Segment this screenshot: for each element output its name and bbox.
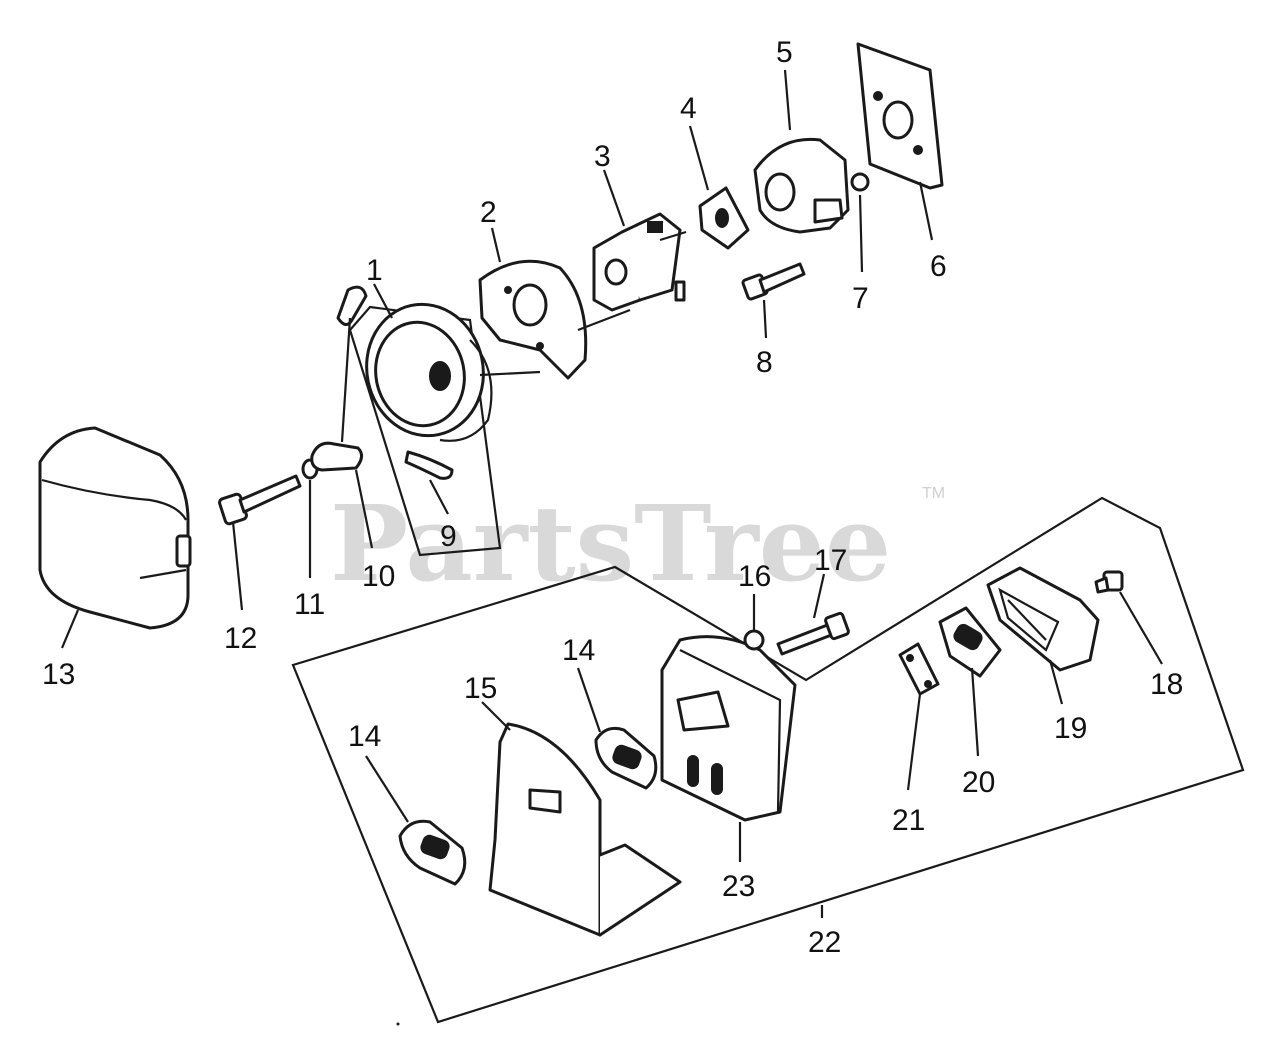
part-17-bolt — [776, 611, 850, 656]
part-2-adapter-plate — [478, 259, 588, 380]
callout-3: 3 — [594, 140, 611, 173]
part-5-intake-manifold — [753, 137, 850, 234]
part-8-screw — [741, 262, 806, 301]
callout-22: 22 — [808, 926, 841, 959]
callout-12: 12 — [224, 622, 257, 655]
callout-4: 4 — [680, 92, 697, 125]
part-6-insulator-gasket — [856, 42, 944, 190]
callout-17: 17 — [814, 544, 847, 577]
stray-dot — [396, 1022, 400, 1026]
leader-lines — [60, 69, 1163, 918]
callout-5: 5 — [776, 36, 793, 69]
part-14a-exhaust-gasket — [398, 819, 467, 886]
callout-7: 7 — [852, 282, 869, 315]
callout-2: 2 — [480, 196, 497, 229]
callout-13: 13 — [42, 658, 75, 691]
callout-21: 21 — [892, 804, 925, 837]
part-4-gasket — [698, 186, 750, 250]
callout-6: 6 — [930, 250, 947, 283]
callout-20: 20 — [962, 766, 995, 799]
part-23-muffler — [660, 635, 797, 822]
watermark-trademark: TM — [922, 485, 945, 502]
callout-18: 18 — [1150, 668, 1183, 701]
callout-9: 9 — [440, 520, 457, 553]
part-18-screw — [1094, 570, 1124, 594]
callout-14b: 14 — [562, 634, 595, 667]
part-3-carburetor — [592, 212, 687, 312]
callout-14a: 14 — [348, 720, 381, 753]
callout-labels: 1 2 3 4 5 6 7 8 9 10 11 12 13 14 14 15 1… — [42, 36, 1183, 959]
part-19-deflector — [986, 566, 1100, 672]
part-13-air-filter-cover — [38, 426, 192, 630]
part-21-spark-screen — [898, 642, 940, 696]
part-12-bolt — [218, 474, 302, 526]
callout-8: 8 — [756, 346, 773, 379]
callout-23: 23 — [722, 870, 755, 903]
part-20-gasket — [938, 606, 1002, 678]
part-15-heat-shield — [488, 722, 682, 937]
callout-15: 15 — [464, 672, 497, 705]
part-1-filter-housing — [365, 302, 493, 442]
part-7-nut — [850, 172, 870, 192]
part-10-wing-clip — [310, 285, 368, 472]
callout-10: 10 — [362, 560, 395, 593]
callout-19: 19 — [1054, 712, 1087, 745]
callout-11: 11 — [294, 588, 325, 621]
part-9-filter-element — [404, 450, 454, 480]
part-14b-exhaust-gasket — [594, 726, 658, 790]
part-16-washer — [743, 629, 765, 651]
callout-1: 1 — [366, 254, 383, 287]
callout-16: 16 — [738, 560, 771, 593]
watermark-text: PartsTree — [330, 482, 891, 605]
muffler-kit-outline — [291, 496, 1245, 1024]
